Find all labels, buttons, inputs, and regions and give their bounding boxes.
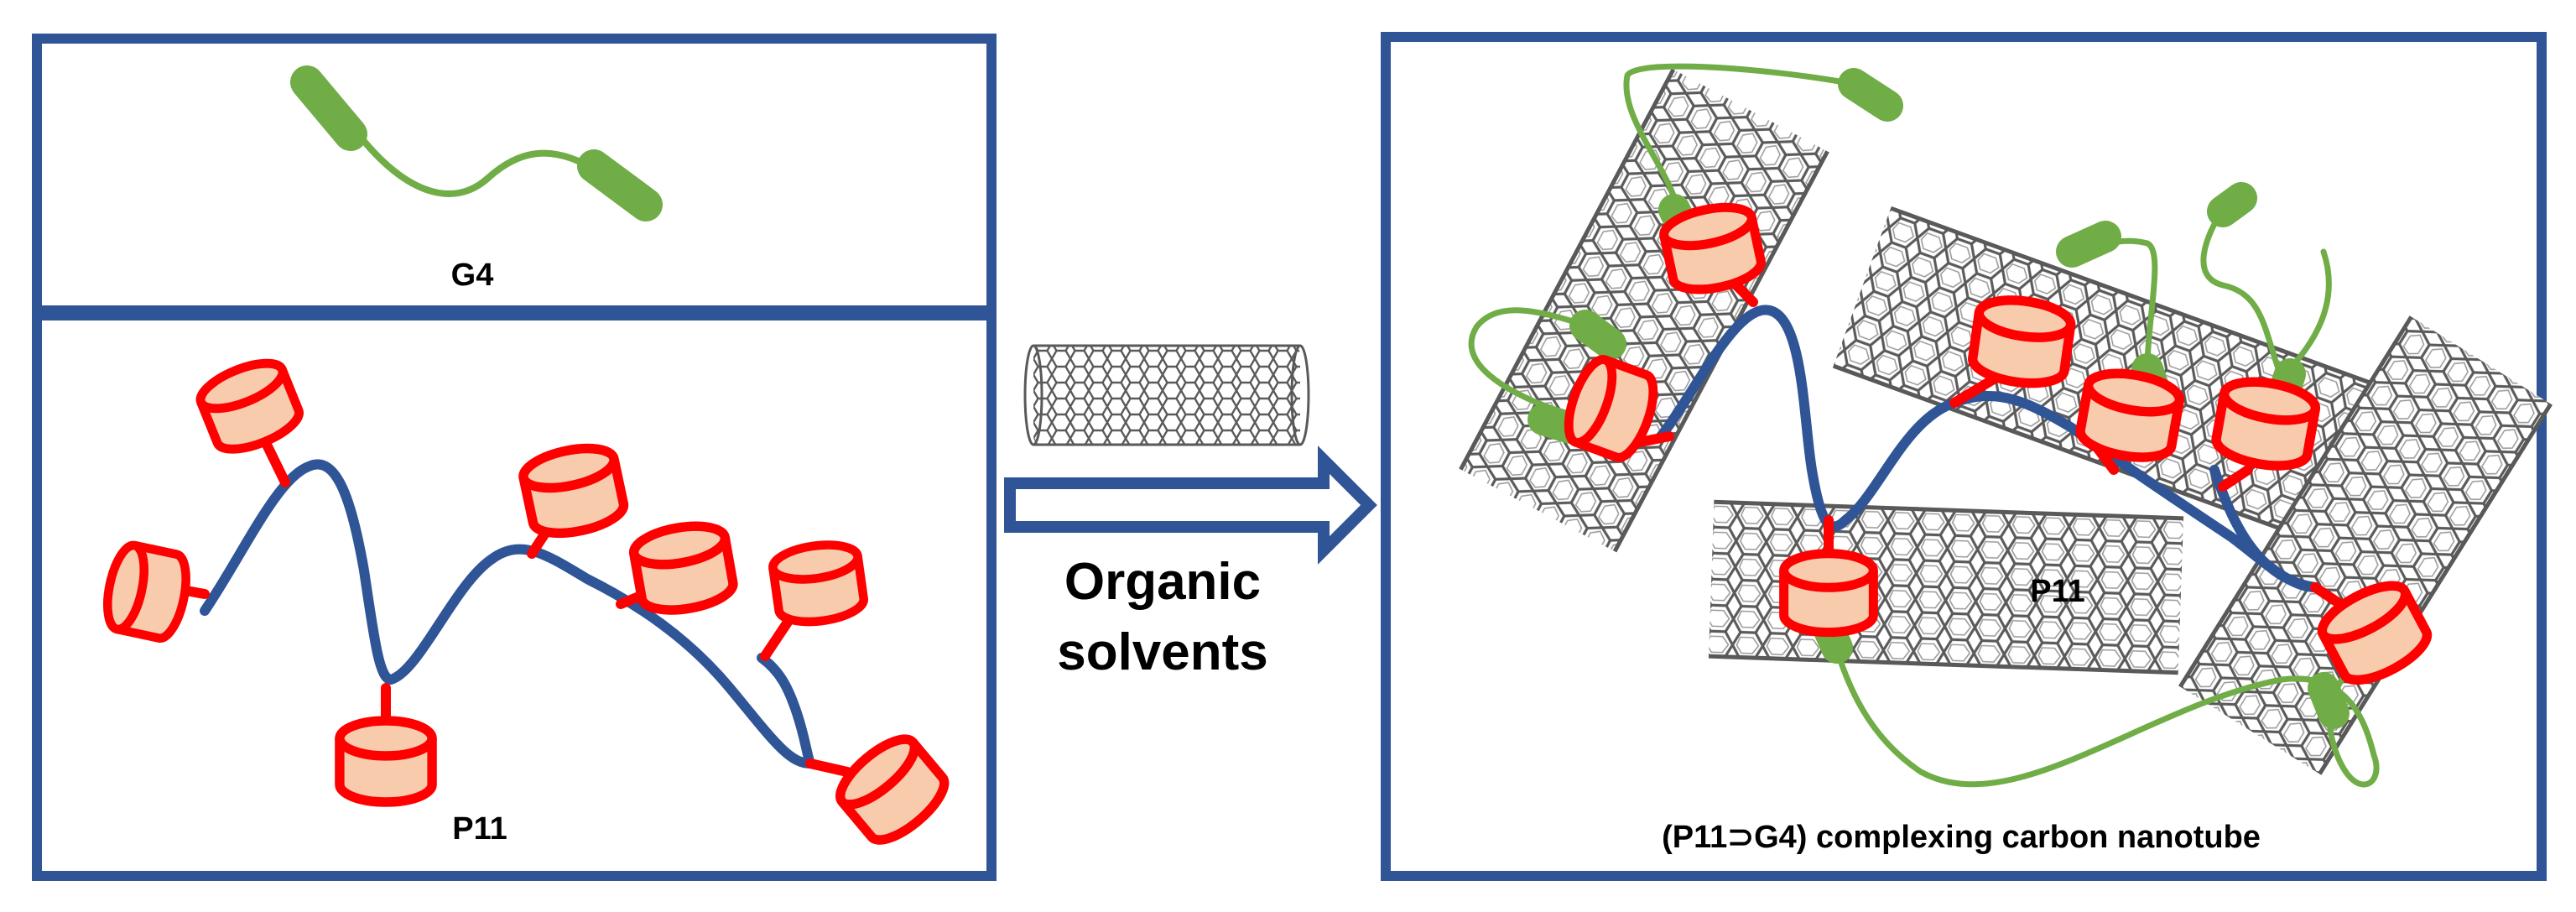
- pillararene-ring-icon: [830, 729, 954, 851]
- pillararene-ring-icon: [2214, 376, 2318, 472]
- carbon-nanotube-tube: [2178, 315, 2553, 775]
- p11-panel: P11: [32, 310, 997, 881]
- g4-panel: G4: [32, 34, 997, 315]
- pillararene-ring-icon: [2078, 367, 2183, 464]
- pillararene-ring-icon: [340, 721, 432, 802]
- complex-panel: P11 (P11⊃G4) complexing carbon nanotube: [1381, 32, 2553, 881]
- p11-backbone-complex: [1656, 305, 2320, 592]
- pillararene-ring-icon: [631, 520, 736, 617]
- carbon-nanotube-icon: [1023, 344, 1310, 446]
- complex-panel-frame: [1381, 32, 2547, 881]
- p11-complex-label: P11: [2030, 574, 2085, 609]
- solvent-label-line2: solvents: [1057, 623, 1268, 681]
- hollow-right-arrow-icon: [1004, 446, 1377, 565]
- g4-panel-frame: [32, 34, 997, 315]
- p11-panel-frame: [32, 310, 997, 881]
- p11-label: P11: [452, 811, 507, 847]
- pillararene-ring-icon: [1970, 295, 2074, 388]
- solvent-label-line1: Organic: [1064, 553, 1261, 611]
- complex-caption: (P11⊃G4) complexing carbon nanotube: [1662, 820, 2261, 855]
- g4-guest-icon: [290, 65, 663, 221]
- p11-backbone: [200, 459, 815, 769]
- pillararene-ring-icon: [520, 441, 627, 540]
- g4-label: G4: [451, 258, 494, 293]
- pillararene-ring-icon: [195, 354, 304, 458]
- pillararene-ring-icon: [771, 540, 866, 627]
- pillararene-ring-icon: [1784, 554, 1874, 633]
- pillararene-ring-icon: [101, 542, 192, 642]
